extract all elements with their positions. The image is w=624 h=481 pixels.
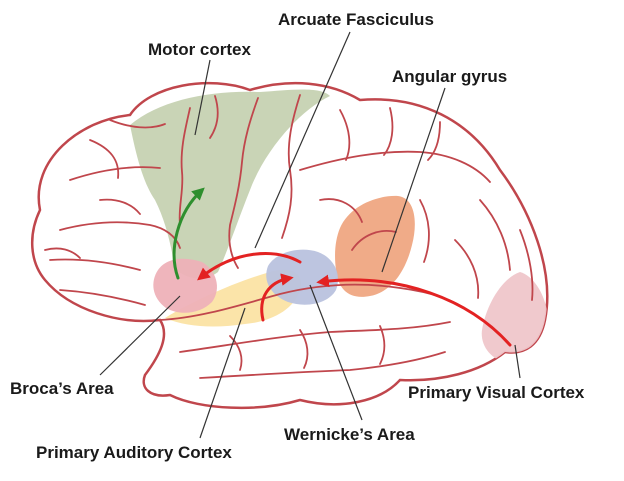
leader-lines (99, 31, 521, 439)
label-angular-gyrus: Angular gyrus (392, 67, 507, 86)
label-motor-cortex: Motor cortex (148, 40, 252, 59)
labels: Arcuate Fasciculus Motor cortex Angular … (10, 10, 585, 462)
leader-motor-cortex (194, 59, 211, 136)
brain-folds (44, 94, 534, 379)
label-primary-visual-cortex: Primary Visual Cortex (408, 383, 585, 402)
leader-wernickes-area (309, 284, 363, 421)
leader-primary-visual-cortex (514, 344, 521, 379)
label-arcuate-fasciculus: Arcuate Fasciculus (278, 10, 434, 29)
auditory-to-wernicke-arrow (260, 273, 294, 322)
brocas-area-region (153, 258, 217, 313)
leader-primary-auditory-cortex (199, 307, 246, 439)
wernicke-to-broca-arrow (197, 252, 302, 281)
label-brocas-area: Broca’s Area (10, 379, 114, 398)
label-wernickes-area: Wernicke’s Area (284, 425, 415, 444)
wernickes-area-region (266, 249, 338, 305)
broca-to-motor-arrow (172, 187, 205, 280)
primary-auditory-cortex-region (165, 269, 301, 327)
leader-angular-gyrus (381, 87, 446, 273)
angular-gyrus-region (335, 195, 415, 297)
leader-arcuate-fasciculus (254, 31, 351, 249)
visual-to-wernicke-arrow (316, 274, 512, 347)
pathway-arrows (172, 187, 512, 347)
motor-cortex-region (130, 89, 330, 279)
leader-brocas-area (99, 295, 181, 376)
label-primary-auditory-cortex: Primary Auditory Cortex (36, 443, 232, 462)
